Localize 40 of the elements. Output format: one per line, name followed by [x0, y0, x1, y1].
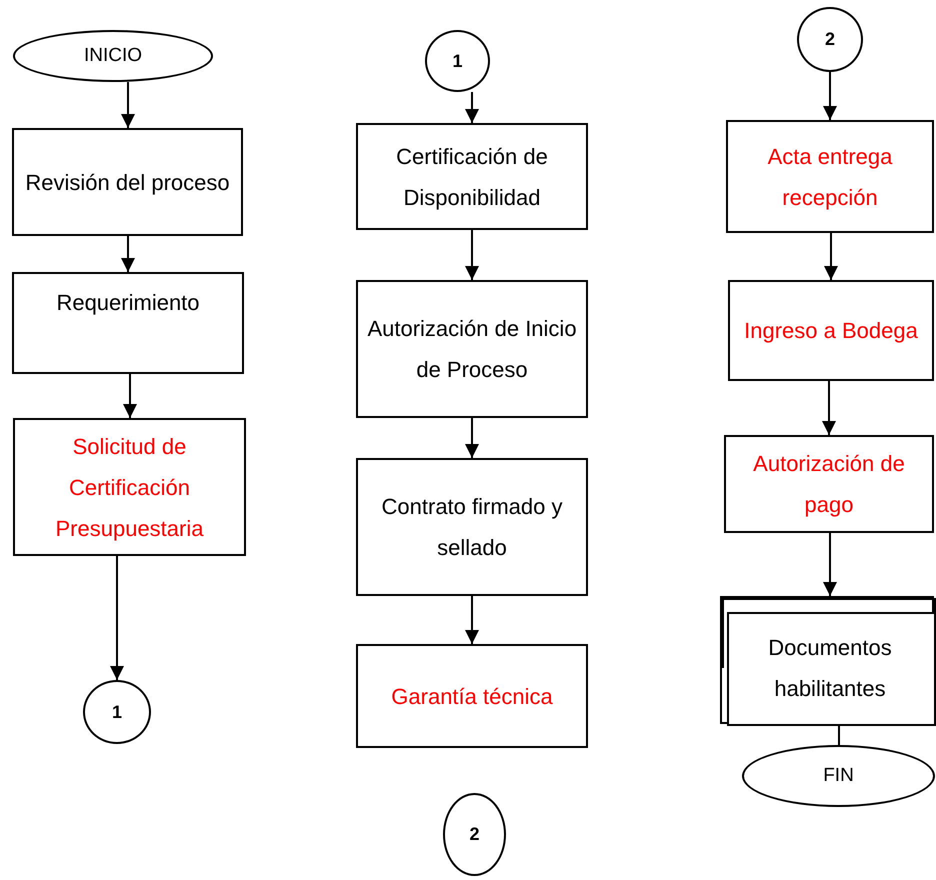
arrow: [823, 72, 837, 120]
step-label: Documentos habilitantes: [767, 634, 893, 702]
process-box: [356, 280, 588, 418]
arrow: [465, 596, 479, 644]
multi-document-shape: [720, 596, 934, 724]
step-label: Autorización de Inicio de Proceso: [366, 315, 578, 384]
process-box: [356, 458, 588, 596]
step-label: Ingreso a Bodega: [744, 317, 918, 345]
arrow: [121, 236, 135, 272]
process-box: [13, 418, 246, 556]
process-box: [356, 644, 588, 748]
step-label: Solicitud de Certificación Presupuestaria: [54, 432, 204, 543]
step-label: Certificación de Disponibilidad: [395, 142, 549, 212]
arrow: [824, 233, 838, 280]
connector-number: 2: [824, 29, 835, 50]
arrow: [465, 230, 479, 280]
process-box: [726, 120, 934, 233]
arrow: [121, 82, 135, 128]
process-box: [12, 272, 244, 374]
step-label: Garantía técnica: [391, 682, 553, 710]
step-label: FIN: [823, 765, 854, 787]
step-label: Acta entrega recepción: [766, 142, 894, 212]
arrow: [123, 374, 137, 418]
process-box: [12, 128, 243, 236]
process-box: [724, 435, 934, 533]
arrow: [110, 556, 124, 680]
connector-number: 1: [452, 50, 462, 72]
connector-number: 1: [112, 702, 122, 722]
arrow: [822, 381, 836, 435]
step-label: Autorización de pago: [752, 450, 906, 519]
process-box: [356, 123, 588, 230]
step-label: Requerimiento: [56, 289, 200, 317]
arrow: [823, 533, 837, 596]
connector-number: 2: [469, 824, 480, 845]
process-box: [728, 280, 934, 381]
step-label: INICIO: [84, 45, 142, 67]
step-label: Contrato firmado y sellado: [380, 493, 564, 562]
arrow: [465, 418, 479, 458]
arrow: [465, 92, 479, 123]
step-label: Revisión del proceso: [25, 168, 230, 197]
